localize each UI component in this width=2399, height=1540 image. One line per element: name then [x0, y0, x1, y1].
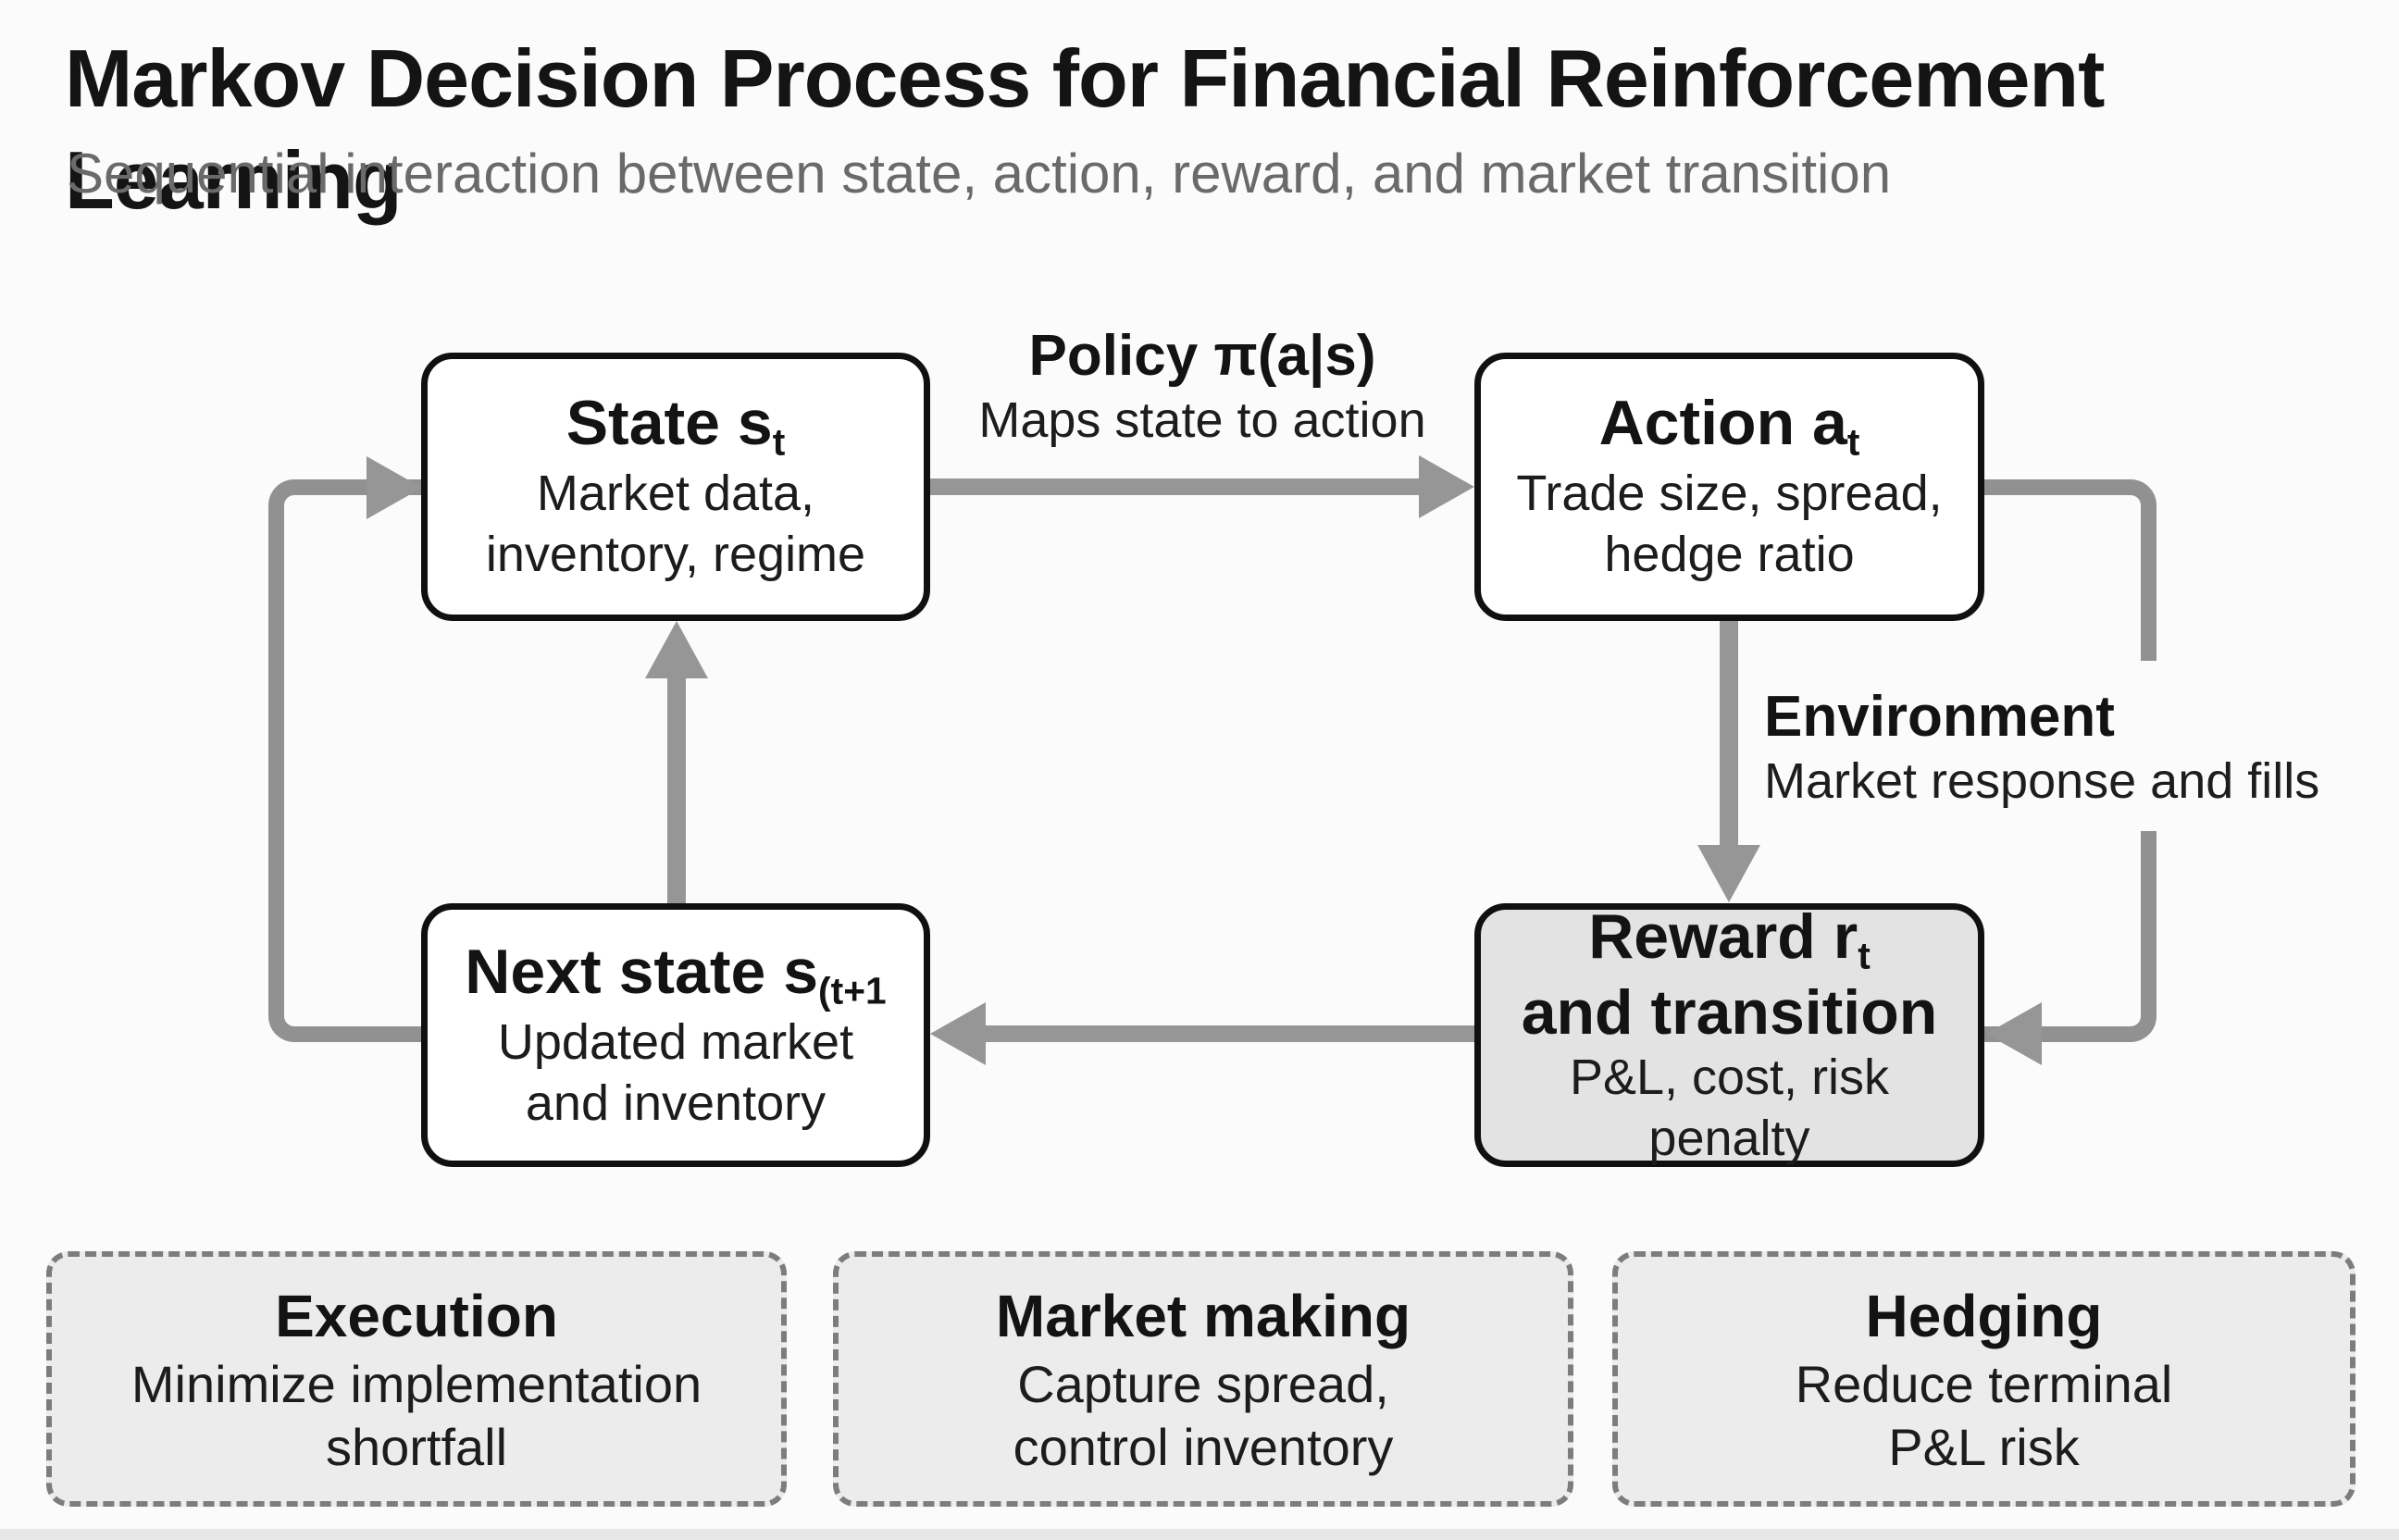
application-line: Minimize implementation	[131, 1354, 702, 1413]
state-to-action-arrowhead-icon	[1419, 455, 1474, 518]
state-node-title: State st	[566, 388, 786, 464]
state-node: State st Market data, inventory, regime	[421, 353, 930, 621]
loop-line-gap	[2136, 661, 2160, 831]
reward-node: Reward rt and transition P&L, cost, risk…	[1474, 900, 1984, 1167]
reward-node-line: P&L, cost, risk penalty	[1569, 1049, 1890, 1166]
reward-node-title2: and transition	[1521, 976, 1938, 1048]
next-state-node-line: and inventory	[525, 1074, 827, 1131]
application-box-market-making: Market making Capture spread, control in…	[833, 1251, 1573, 1507]
state-subscript: t	[772, 420, 786, 464]
page-subtitle: Sequential interaction between state, ac…	[67, 143, 1892, 205]
next-state-node-line: Updated market	[497, 1013, 854, 1070]
action-subscript: t	[1846, 420, 1860, 464]
action-to-reward-loop-arrowhead-icon	[1986, 1002, 2042, 1065]
reward-subscript: t	[1858, 933, 1871, 976]
application-line: Reduce terminal	[1795, 1354, 2173, 1413]
reward-to-next-state-arrow	[983, 1025, 1474, 1042]
next-state-to-state-arrow	[667, 677, 686, 903]
application-line: P&L risk	[1888, 1418, 2080, 1476]
reward-node-title: Reward rt	[1588, 900, 1871, 976]
action-node: Action at Trade size, spread, hedge rati…	[1474, 353, 1984, 621]
policy-description: Maps state to action	[978, 392, 1426, 449]
next-state-to-state-loop-line	[268, 479, 424, 1042]
action-node-title: Action at	[1598, 388, 1860, 464]
application-title: Hedging	[1865, 1282, 2103, 1349]
application-line: Capture spread,	[1017, 1354, 1389, 1413]
policy-edge-label: Policy π(a|s) Maps state to action	[930, 322, 1474, 451]
application-line: shortfall	[325, 1418, 508, 1476]
action-node-line: Trade size, spread,	[1516, 466, 1943, 522]
scan-edge-artifact	[0, 1529, 2399, 1540]
next-state-to-state-arrowhead-icon	[645, 621, 708, 678]
application-line: control inventory	[1013, 1418, 1394, 1476]
environment-edge-label: Environment Market response and fills	[1764, 683, 2319, 812]
action-to-reward-arrowhead-icon	[1697, 845, 1760, 902]
environment-label: Environment	[1764, 685, 2115, 749]
environment-description: Market response and fills	[1764, 753, 2320, 810]
action-node-line: hedge ratio	[1604, 527, 1855, 583]
application-title: Execution	[275, 1282, 558, 1349]
application-title: Market making	[995, 1282, 1411, 1349]
next-state-node: Next state s(t+1 Updated market and inve…	[421, 903, 930, 1167]
state-to-action-arrow	[930, 478, 1425, 495]
state-node-line: inventory, regime	[485, 527, 866, 583]
state-node-line: Market data,	[536, 466, 815, 522]
next-state-to-state-loop-arrowhead-icon	[367, 456, 422, 519]
next-state-subscript: (t+1	[818, 968, 887, 1012]
policy-label: Policy π(a|s)	[1028, 324, 1376, 388]
application-box-hedging: Hedging Reduce terminal P&L risk	[1612, 1251, 2355, 1507]
page-title: Markov Decision Process for Financial Re…	[65, 32, 2105, 226]
action-to-reward-arrow	[1720, 621, 1738, 849]
reward-to-next-state-arrowhead-icon	[930, 1002, 986, 1065]
next-state-node-title: Next state s(t+1	[465, 936, 887, 1012]
application-box-execution: Execution Minimize implementation shortf…	[46, 1251, 787, 1507]
